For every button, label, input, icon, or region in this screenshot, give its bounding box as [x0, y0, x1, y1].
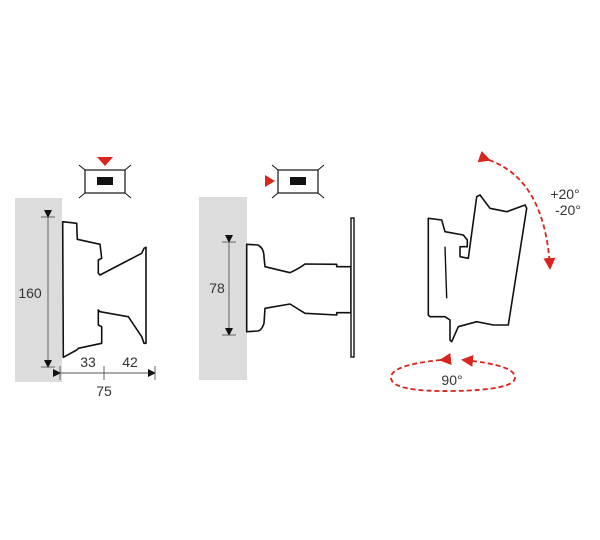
bracket-side-outline — [61, 220, 147, 359]
bracket-top-outline — [245, 243, 352, 333]
depth-min-label: 33 — [80, 354, 96, 370]
height-label: 78 — [209, 280, 225, 296]
tv-plate — [350, 217, 355, 358]
slot-line — [444, 246, 448, 299]
tilt-down-label: -20° — [555, 202, 581, 218]
tilt-up-label: +20° — [550, 186, 579, 202]
depth-extension-label: 42 — [122, 354, 138, 370]
bracket-rotated-outline — [427, 194, 528, 343]
top-view: 78 — [199, 164, 355, 380]
screen-side-arrow-left-icon — [265, 164, 325, 199]
side-view: 160 33 42 75 — [15, 157, 156, 399]
screen-front-arrow-down-icon — [78, 157, 132, 199]
height-label: 160 — [18, 285, 42, 301]
rotation-view: +20° -20° 90° — [390, 150, 581, 392]
swivel-ellipse-arrow — [390, 353, 516, 392]
wall — [199, 197, 247, 380]
tilt-arc-arrow — [477, 150, 556, 270]
wall — [15, 198, 62, 382]
depth-total-label: 75 — [96, 383, 112, 399]
swivel-label: 90° — [441, 372, 462, 388]
